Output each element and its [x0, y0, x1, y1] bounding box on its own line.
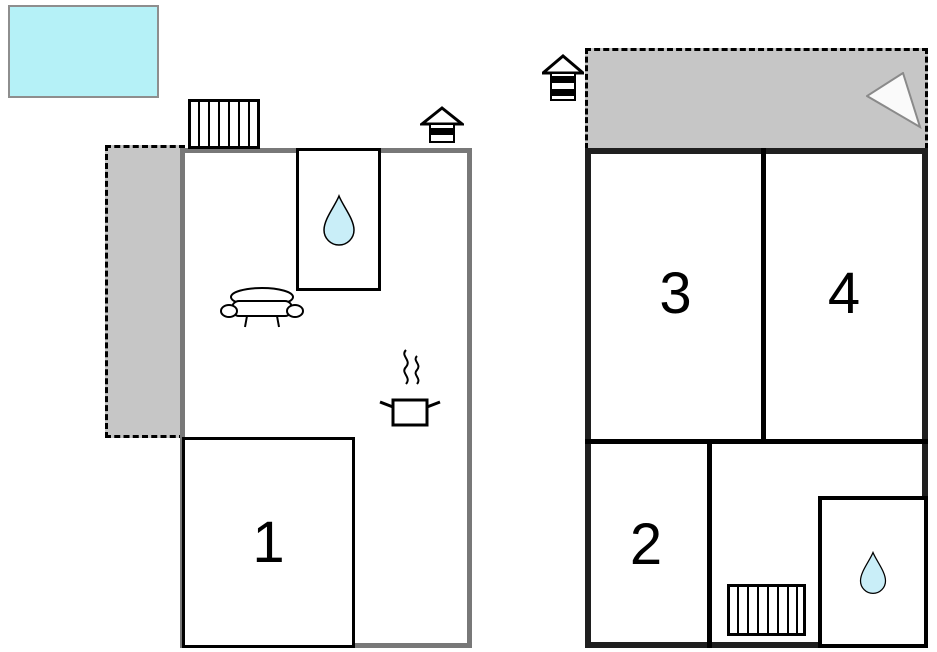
bathroom [818, 496, 928, 648]
well-icon [542, 54, 584, 102]
water-drop-icon [858, 550, 888, 595]
sofa-icon [219, 284, 305, 334]
roof-slope-icon [866, 72, 922, 130]
water-drop-icon [321, 193, 357, 246]
balcony [585, 48, 928, 149]
room-3-label: 3 [659, 261, 692, 326]
room-1-label: 1 [252, 510, 285, 575]
cooking-pot-icon [378, 346, 442, 430]
first-floor-building [585, 148, 928, 648]
room-2-label: 2 [629, 511, 663, 577]
bathroom [296, 148, 381, 291]
wall-horizontal [585, 439, 928, 444]
room-1: 1 [182, 437, 355, 648]
swimming-pool [8, 5, 159, 98]
wall-between-room-3-4 [761, 148, 766, 444]
well-icon [420, 106, 464, 144]
radiator-icon [727, 584, 806, 636]
room-4-label: 4 [827, 261, 861, 326]
radiator-icon [188, 99, 260, 149]
terrace [105, 145, 185, 438]
wall-room-2 [707, 439, 712, 648]
